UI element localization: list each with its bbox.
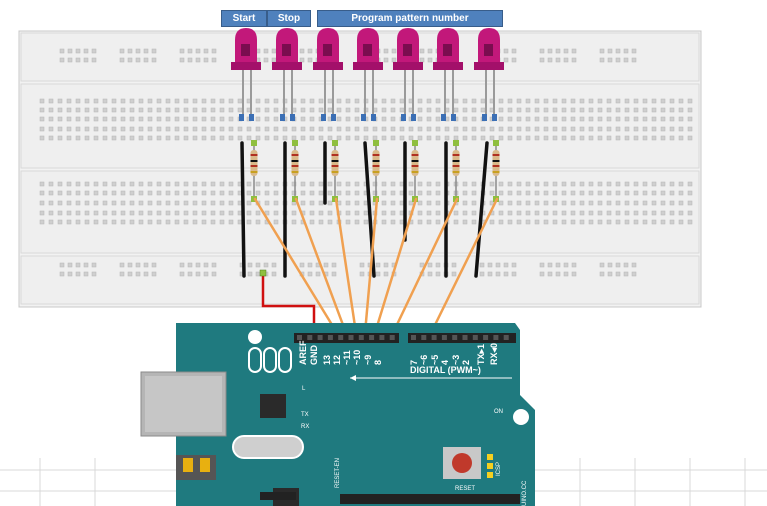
l-label: L — [302, 386, 306, 392]
pin-label-8: 7 — [409, 360, 419, 365]
pin-label-13: 2 — [461, 360, 471, 365]
pin-label-2: 13 — [322, 355, 332, 365]
pin-label-14: TX▸1 — [476, 344, 486, 365]
program-pattern-label: Program pattern number — [317, 10, 503, 27]
led-6 — [433, 28, 463, 121]
led-2 — [272, 28, 302, 121]
led-1 — [231, 28, 261, 121]
arduino-board — [140, 323, 535, 506]
pin-label-4: ~11 — [342, 350, 352, 365]
led-7 — [474, 28, 504, 121]
pin-label-10: ~5 — [430, 355, 440, 365]
pin-label-3: 12 — [332, 355, 342, 365]
breadboard — [18, 30, 702, 308]
icsp-label: ICSP — [496, 462, 502, 476]
pin-label-1: GND — [309, 345, 319, 366]
resistor-3 — [331, 140, 339, 202]
pin-label-12: ~3 — [451, 355, 461, 365]
led-group — [231, 28, 504, 121]
pin-label-11: 4 — [440, 360, 450, 365]
stop-label: Stop — [267, 10, 311, 27]
digital-label: DIGITAL (PWM~) — [410, 365, 481, 375]
resistor-6 — [452, 140, 460, 202]
tx-label: TX — [301, 412, 309, 418]
pin-label-15: RX◂0 — [489, 343, 499, 365]
led-3 — [313, 28, 343, 121]
pin-label-7: 8 — [373, 360, 383, 365]
pin-label-0: AREF — [298, 340, 308, 365]
rx-label: RX — [301, 424, 309, 430]
reset-en-label: RESET-EN — [335, 458, 341, 488]
pin-label-6: ~9 — [363, 355, 373, 365]
pin-label-9: ~6 — [419, 355, 429, 365]
on-label: ON — [494, 409, 503, 415]
led-4 — [353, 28, 383, 121]
site-label: UINO.CC — [522, 480, 528, 506]
led-5 — [393, 28, 423, 121]
reset-label: RESET — [455, 486, 475, 492]
signal-wires — [253, 197, 499, 335]
red-ground-wire — [261, 273, 316, 333]
start-label: Start — [221, 10, 267, 27]
pin-label-5: ~10 — [352, 350, 362, 365]
